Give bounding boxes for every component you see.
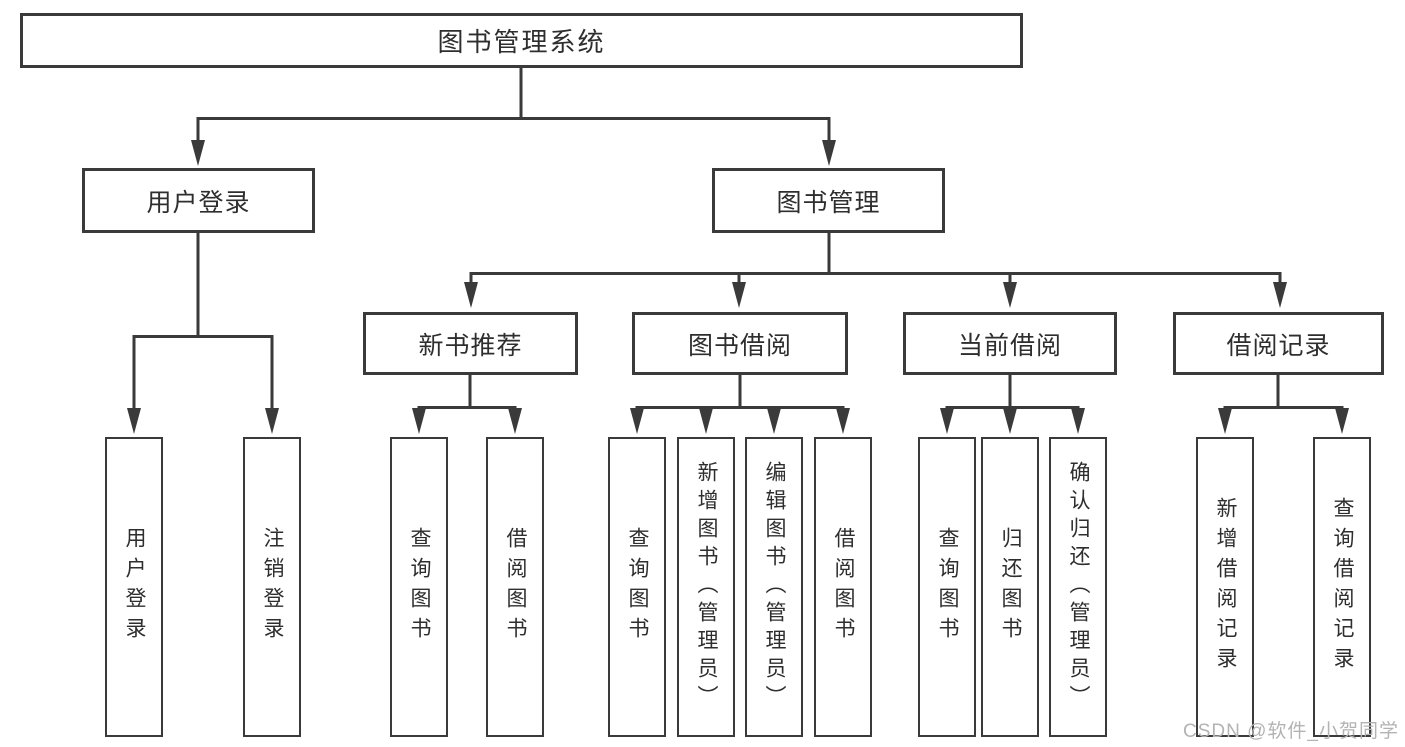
- leaf-query-books-recommend: 查询图书: [390, 437, 448, 737]
- node-user-login: 用户登录: [82, 168, 315, 233]
- node-label: 借阅记录: [1226, 331, 1331, 360]
- node-label: 新书推荐: [418, 331, 523, 360]
- node-book-management: 图书管理: [712, 168, 945, 233]
- arrowheads: [127, 140, 1349, 434]
- node-label: 用户登录: [146, 188, 251, 217]
- leaf-return-book: 归还图书: [981, 437, 1039, 737]
- leaf-query-borrow-record: 查询借阅记录: [1313, 437, 1371, 737]
- node-borrowing-records: 借阅记录: [1173, 312, 1384, 375]
- leaf-confirm-return-admin: 确认归还（管理员）: [1049, 437, 1107, 737]
- node-label: 图书管理: [776, 188, 881, 217]
- csdn-watermark: CSDN @软件_小贺同学: [1183, 721, 1399, 742]
- leaf-borrow-books-borrowing: 借阅图书: [814, 437, 872, 737]
- node-current-borrowing: 当前借阅: [903, 312, 1117, 375]
- node-label: 图书管理系统: [437, 27, 606, 57]
- node-library-management-system: 图书管理系统: [20, 13, 1023, 68]
- node-label: 当前借阅: [957, 331, 1062, 360]
- node-new-book-recommendation: 新书推荐: [363, 312, 578, 375]
- node-book-borrowing: 图书借阅: [632, 312, 848, 375]
- leaf-user-login: 用户登录: [105, 437, 163, 737]
- leaf-query-books-borrowing: 查询图书: [608, 437, 666, 737]
- node-label: 图书借阅: [687, 331, 792, 360]
- leaf-add-borrow-record: 新增借阅记录: [1196, 437, 1254, 737]
- leaf-borrow-books-recommend: 借阅图书: [486, 437, 544, 737]
- leaf-logout: 注销登录: [243, 437, 301, 737]
- leaf-edit-book-admin: 编辑图书（管理员）: [745, 437, 803, 737]
- leaf-query-books-current: 查询图书: [918, 437, 976, 737]
- leaf-add-book-admin: 新增图书（管理员）: [677, 437, 735, 737]
